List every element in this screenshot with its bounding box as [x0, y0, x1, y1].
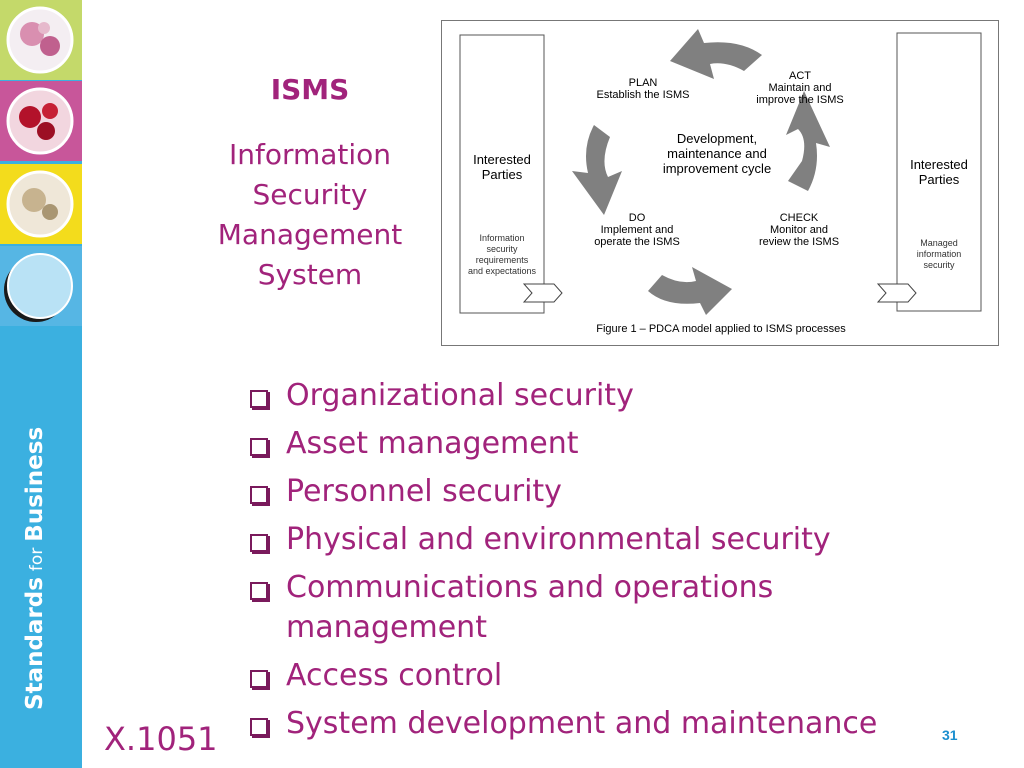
decorative-tile-magenta [0, 81, 82, 161]
do-text-line: operate the ISMS [594, 236, 680, 248]
bottom-cycle-arrow [648, 267, 732, 315]
center-line: improvement cycle [662, 161, 772, 176]
security-topics-list: Organizational security Asset management… [248, 376, 948, 752]
list-item-text: Asset management [286, 426, 579, 461]
right-cycle-arrow [786, 91, 830, 191]
cycle-center-label: Development, maintenance and improvement… [642, 131, 792, 176]
list-item: Communications and operations management [248, 568, 948, 648]
slide-title: ISMS [270, 73, 350, 106]
list-item-text: Organizational security [286, 378, 634, 413]
petri-dish-image [6, 170, 74, 238]
left-parties-title: Interested Parties [462, 152, 542, 182]
petri-dish-image [6, 6, 74, 74]
left-detail-line: and expectations [467, 266, 537, 276]
checkbox-bullet-icon [250, 718, 268, 736]
pdca-diagram-graphics [459, 29, 982, 315]
subtitle-line: System [257, 258, 363, 291]
petri-dish-image [6, 87, 74, 155]
figure-caption: Figure 1 – PDCA model applied to ISMS pr… [596, 323, 846, 335]
center-line: maintenance and [667, 146, 767, 161]
list-item-text: management [286, 610, 487, 645]
list-item-text: Access control [286, 658, 503, 693]
list-item: Organizational security [248, 376, 948, 416]
brand-for: for [27, 547, 47, 572]
slide-subtitle: Information Security Management System [205, 135, 415, 295]
plan-heading: PLAN [628, 77, 658, 89]
act-text-line: Maintain and [768, 82, 832, 94]
list-item-text: Physical and environmental security [286, 522, 831, 557]
list-item: Access control [248, 656, 948, 696]
decorative-tile-yellow [0, 164, 82, 244]
checkbox-bullet-icon [250, 486, 268, 504]
check-text-line: review the ISMS [758, 236, 840, 248]
left-detail-line: Information [479, 233, 525, 243]
act-heading: ACT [789, 70, 811, 82]
list-item-text: System development and maintenance [286, 706, 878, 741]
do-text-line: Implement and [600, 224, 674, 236]
list-item: Personnel security [248, 472, 948, 512]
plan-text: Establish the ISMS [596, 89, 690, 101]
list-item: Physical and environmental security [248, 520, 948, 560]
left-flow-chevron [522, 283, 563, 303]
plan-label: PLAN Establish the ISMS [578, 77, 708, 101]
right-detail-line: Managed [920, 238, 958, 248]
brand-wordmark: Standards for Business [22, 427, 48, 710]
decorative-tile-blue [0, 246, 82, 326]
right-flow-chevron [876, 283, 917, 303]
subtitle-line: Management [217, 218, 403, 251]
subtitle-line: Security [252, 178, 368, 211]
checkbox-bullet-icon [250, 582, 268, 600]
right-parties-title-line: Parties [918, 172, 960, 187]
left-parties-detail: Information security requirements and ex… [460, 233, 544, 277]
act-label: ACT Maintain and improve the ISMS [740, 70, 860, 106]
decorative-tile-green [0, 0, 82, 80]
list-item-text: Personnel security [286, 474, 562, 509]
right-detail-line: information [916, 249, 962, 259]
right-parties-box [896, 32, 982, 312]
do-heading: DO [628, 212, 646, 224]
top-cycle-arrow [670, 29, 762, 79]
check-heading: CHECK [779, 212, 819, 224]
right-parties-title-line: Interested [910, 157, 968, 172]
act-text-line: improve the ISMS [756, 94, 844, 106]
right-detail-line: security [923, 260, 955, 270]
left-cycle-arrow [572, 125, 622, 215]
left-detail-line: security [486, 244, 518, 254]
check-label: CHECK Monitor and review the ISMS [744, 212, 854, 248]
center-line: Development, [676, 131, 758, 146]
left-parties-title-line: Parties [481, 167, 523, 182]
recommendation-code: X.1051 [104, 720, 218, 758]
pdca-figure: Interested Parties Information security … [441, 20, 999, 346]
checkbox-bullet-icon [250, 390, 268, 408]
right-parties-detail: Managed information security [897, 238, 981, 271]
checkbox-bullet-icon [250, 534, 268, 552]
do-label: DO Implement and operate the ISMS [582, 212, 692, 248]
list-item-text: Communications and operations [286, 570, 774, 605]
left-brand-band: Standards for Business [0, 0, 82, 768]
page-number: 31 [942, 727, 958, 743]
left-detail-line: requirements [475, 255, 529, 265]
check-text-line: Monitor and [769, 224, 829, 236]
brand-business: Business [22, 426, 48, 542]
subtitle-line: Information [228, 138, 392, 171]
left-parties-box [459, 34, 545, 314]
list-item: Asset management [248, 424, 948, 464]
list-item: System development and maintenance [248, 704, 948, 744]
brand-standards: Standards [22, 577, 48, 710]
petri-dish-image [4, 253, 73, 322]
checkbox-bullet-icon [250, 438, 268, 456]
left-parties-title-line: Interested [473, 152, 531, 167]
right-parties-title: Interested Parties [897, 157, 981, 187]
checkbox-bullet-icon [250, 670, 268, 688]
